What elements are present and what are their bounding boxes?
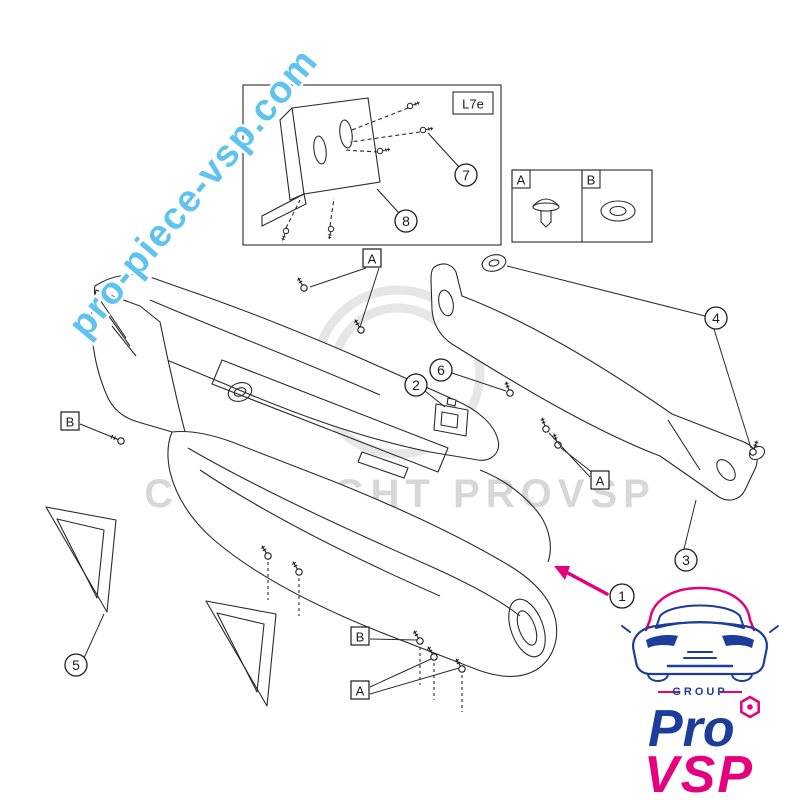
callout-5: 5 [64, 653, 88, 677]
variant-label: L7e [462, 97, 484, 112]
leader-line [83, 613, 105, 659]
callout-b-label: B [356, 630, 365, 645]
part-detail [91, 289, 187, 437]
variant-label-box [452, 91, 494, 115]
logo-brand-vsp: VSP [644, 746, 754, 800]
leader-lines [79, 265, 752, 695]
callout-2: 2 [404, 373, 428, 397]
screw-icon [294, 275, 309, 293]
headlight-icon [722, 635, 754, 648]
legend-slot-a-box [511, 169, 531, 189]
part-mudflap-left [45, 506, 117, 613]
leader-line [359, 267, 380, 328]
axis-lines [267, 562, 463, 712]
part-bumper-lower-shell [167, 430, 558, 677]
callout-6-label: 6 [437, 362, 445, 378]
part-hole [438, 289, 454, 317]
leader-line [424, 390, 446, 408]
callout-b-label: B [66, 415, 75, 430]
mirror-icon [621, 625, 779, 633]
leader-line [309, 267, 367, 288]
legend-slot-b-label: B [587, 173, 596, 188]
leader-line [369, 638, 418, 641]
license-light-bracket [433, 397, 469, 437]
part-detail [149, 299, 381, 396]
part-detail [187, 447, 521, 617]
inset-axis-lines [285, 107, 421, 229]
logo-group-label: GROUP [672, 686, 727, 698]
callout-8-label: 8 [402, 213, 410, 229]
fastener-legend-box: A B [511, 169, 653, 243]
part-slot [357, 451, 409, 479]
tail-end-detail [508, 598, 546, 658]
part-cap [481, 254, 507, 272]
leader-line [79, 423, 118, 440]
callout-a-bottom: A [350, 680, 370, 700]
callout-4: 4 [704, 306, 728, 330]
part-hole [227, 382, 253, 402]
part-mudflap-right [205, 600, 277, 707]
part-detail [199, 469, 441, 597]
provsp-logo: GROUP Pro VSP [621, 586, 779, 800]
headlight-icon [646, 635, 678, 648]
leader-line [427, 132, 460, 168]
callout-b-bottom: B [350, 626, 370, 646]
callout-a-top: A [362, 248, 382, 268]
screw-icon [108, 432, 126, 446]
letter-callouts: A A A B B [60, 248, 610, 700]
callout-8: 8 [394, 209, 418, 233]
callout-7: 7 [454, 163, 478, 187]
leader-line [506, 265, 706, 317]
screw-icon [502, 380, 515, 398]
leader-line [369, 658, 432, 688]
part-detail [99, 299, 137, 357]
logo-brand-pro: Pro [648, 700, 735, 758]
leader-line [376, 188, 400, 214]
grommet-icon [600, 200, 636, 222]
push-clip-icon [532, 198, 560, 228]
number-callouts: 1 2 3 4 5 6 7 8 [64, 163, 728, 677]
callout-a-label: A [368, 252, 377, 267]
logo-group-banner: GROUP [658, 686, 742, 698]
callout-3-label: 3 [682, 552, 690, 568]
callout-4-label: 4 [712, 310, 720, 326]
leader-line [713, 328, 752, 449]
logo-car-icon [621, 586, 779, 682]
callout-3: 3 [674, 548, 698, 572]
callout-a-right: A [590, 470, 610, 490]
leader-line [548, 432, 591, 478]
screw-icon [538, 416, 551, 434]
license-plate-recess [211, 359, 449, 473]
leader-line [683, 499, 697, 550]
leader-line [369, 667, 460, 695]
callout-a-label: A [356, 684, 365, 699]
part-bumper-upper-panel [91, 274, 500, 479]
part-hole [716, 459, 736, 481]
part-reinforcement-bar [430, 254, 766, 501]
grille-icon [683, 651, 717, 659]
callout-7-label: 7 [462, 167, 470, 183]
callout-6: 6 [429, 358, 453, 382]
callout-1-label: 1 [618, 588, 626, 604]
inset-bracket-box: L7e [242, 84, 502, 246]
callout-2-label: 2 [412, 377, 420, 393]
wheel-icon [647, 673, 753, 682]
callout-5-label: 5 [72, 657, 80, 673]
arrowhead-icon [554, 566, 570, 580]
legend-slot-a-label: A [517, 173, 526, 188]
legend-slot-b-box [581, 169, 601, 189]
logo-hexagon-icon [740, 695, 760, 719]
part-cap [488, 259, 500, 267]
pointer-arrow [554, 566, 609, 596]
callout-a-label: A [596, 474, 605, 489]
leader-line [451, 372, 507, 392]
part-detail [667, 419, 701, 471]
tail-end-detail [516, 610, 538, 646]
callout-b-left: B [60, 411, 80, 431]
bracket-drawing [261, 97, 381, 227]
part-detail [479, 469, 551, 563]
callout-1: 1 [609, 583, 635, 609]
part-hole [233, 387, 247, 397]
